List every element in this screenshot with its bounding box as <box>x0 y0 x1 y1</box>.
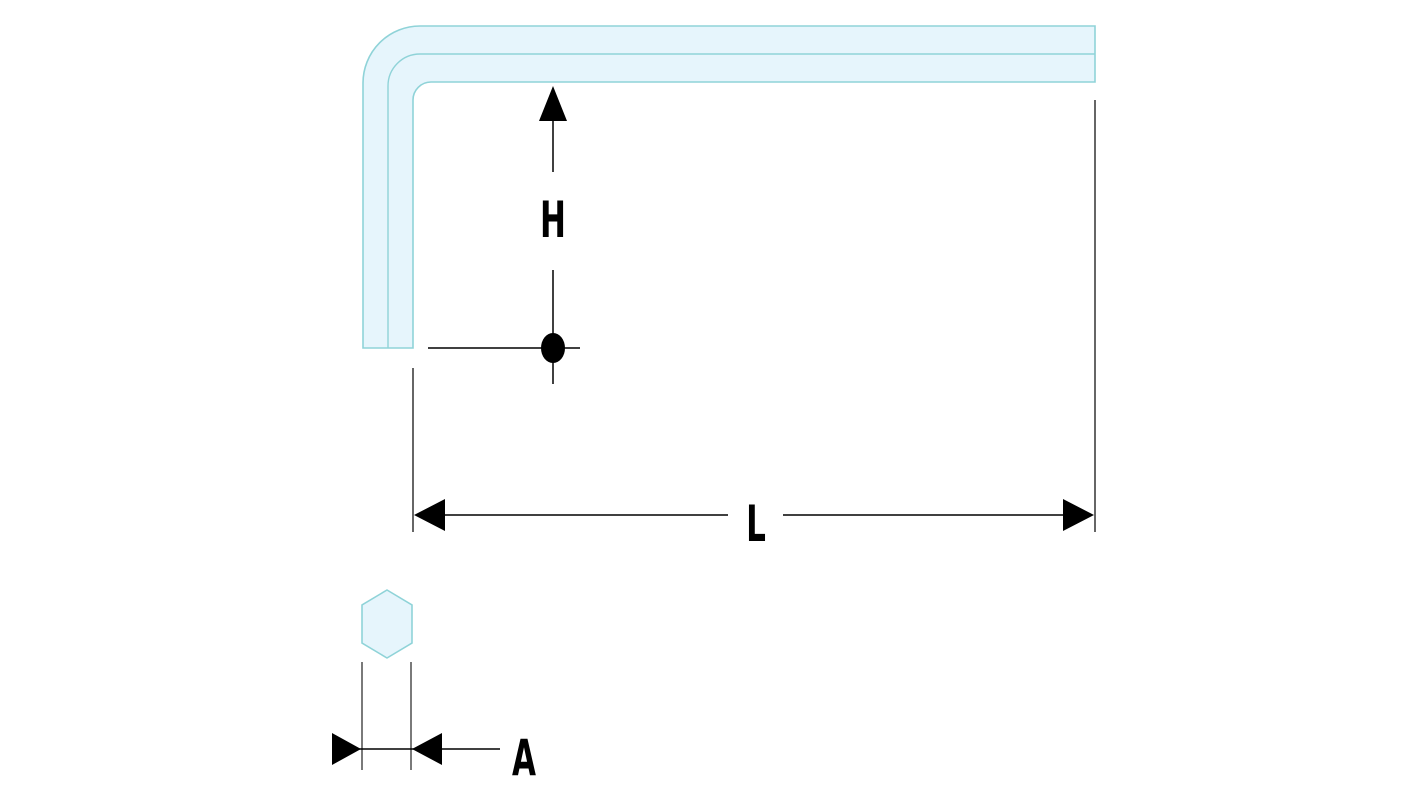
length-arrowhead-left-icon <box>414 499 445 531</box>
height-dimension: H <box>428 86 580 384</box>
length-arrowhead-right-icon <box>1063 499 1094 531</box>
length-dimension: L <box>412 100 1096 553</box>
height-arrowhead-icon <box>539 86 567 121</box>
length-label: L <box>746 494 766 553</box>
hex-key-body <box>362 25 1096 349</box>
hex-key-center-ridge <box>387 53 1095 348</box>
height-label: H <box>540 190 566 249</box>
across-flats-label: A <box>512 728 536 787</box>
across-flats-arrowhead-right-icon <box>412 733 442 765</box>
hex-key-l-shape <box>362 25 1096 349</box>
pivot-point-icon <box>541 333 565 363</box>
across-flats-arrowhead-left-icon <box>332 733 361 765</box>
across-flats-dimension: A <box>332 589 536 787</box>
hex-cross-section-icon <box>361 589 413 659</box>
